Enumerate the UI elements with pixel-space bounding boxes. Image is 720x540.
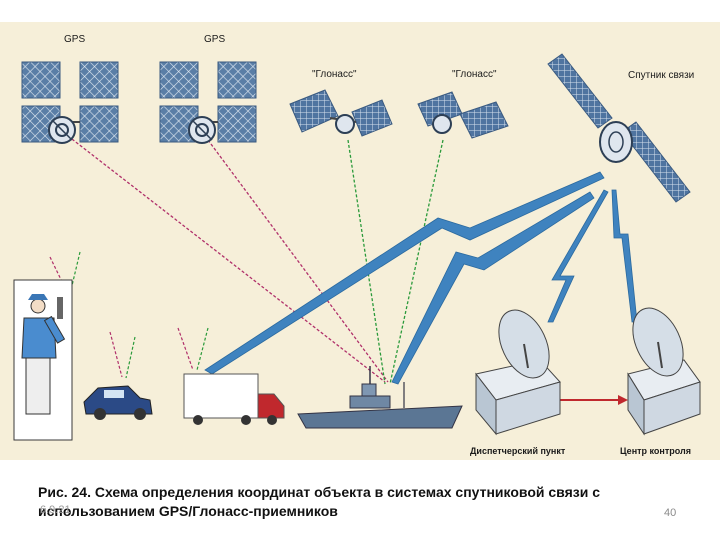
gps-2-label: GPS bbox=[204, 34, 225, 45]
glonass-2-label: "Глонасс" bbox=[452, 69, 497, 80]
person-panel bbox=[14, 280, 72, 440]
dispatch-to-control-arrow bbox=[556, 395, 628, 405]
car bbox=[84, 386, 152, 420]
footer-date: 6.9.21 bbox=[40, 504, 71, 516]
gps-satellite-2: GPS bbox=[160, 34, 256, 143]
gps-satellite-1: GPS bbox=[22, 34, 118, 143]
ship bbox=[298, 366, 462, 428]
control-center-label: Центр контроля bbox=[620, 446, 691, 456]
truck bbox=[184, 374, 284, 425]
gps-1-label: GPS bbox=[64, 34, 85, 45]
figure-caption: Рис. 24. Схема определения координат объ… bbox=[38, 483, 702, 521]
comm-links bbox=[205, 172, 637, 384]
control-center: Центр контроля bbox=[620, 300, 700, 456]
scheme-figure: GPS GPS "Глонасс" "Глонасс" Спутник связ… bbox=[0, 22, 720, 460]
dispatch-point: Диспетчерский пункт bbox=[470, 302, 566, 456]
comm-satellite-label: Спутник связи bbox=[628, 70, 694, 81]
dispatch-point-label: Диспетчерский пункт bbox=[470, 446, 566, 456]
page-number: 40 bbox=[664, 507, 676, 519]
comm-satellite: Спутник связи bbox=[548, 54, 694, 202]
glonass-satellite-1: "Глонасс" bbox=[290, 69, 392, 136]
glonass-satellite-2: "Глонасс" bbox=[418, 69, 508, 138]
gps-links bbox=[50, 136, 388, 382]
glonass-1-label: "Глонасс" bbox=[312, 69, 357, 80]
